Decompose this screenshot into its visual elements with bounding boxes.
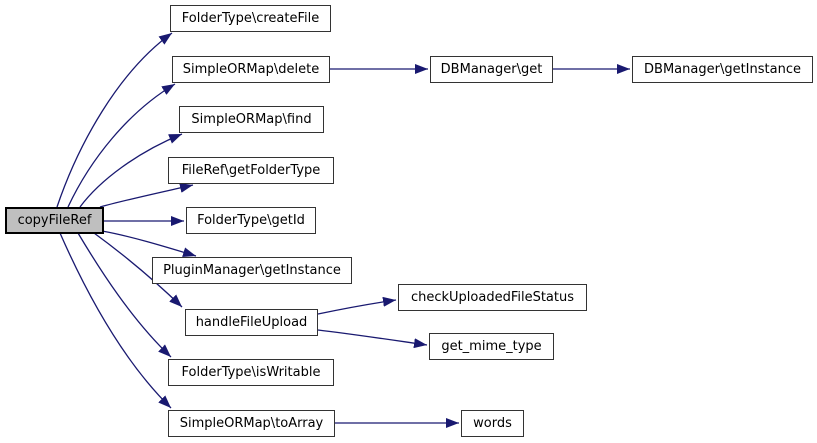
node-label: FolderType\getId xyxy=(197,213,305,228)
edge-copyFileRef-to-pluginGetInstance xyxy=(101,230,197,258)
node-find[interactable]: SimpleORMap\find xyxy=(179,106,324,133)
edge-copyFileRef-to-createFile xyxy=(56,32,173,208)
node-checkUploadedFileStatus[interactable]: checkUploadedFileStatus xyxy=(398,284,587,311)
node-label: get_mime_type xyxy=(441,339,542,354)
node-label: PluginManager\getInstance xyxy=(163,263,341,278)
node-label: SimpleORMap\find xyxy=(191,112,312,127)
node-copyFileRef: copyFileRef xyxy=(5,207,104,234)
edge-copyFileRef-to-delete xyxy=(67,83,176,208)
node-words[interactable]: words xyxy=(461,410,524,437)
node-isWritable[interactable]: FolderType\isWritable xyxy=(168,359,334,386)
node-getMimeType[interactable]: get_mime_type xyxy=(429,333,554,360)
node-label: FolderType\isWritable xyxy=(181,365,321,380)
edge-copyFileRef-to-isWritable xyxy=(77,232,172,358)
edge-handleFileUpload-to-checkUploadedFileStatus xyxy=(317,296,397,315)
node-label: SimpleORMap\delete xyxy=(182,62,320,77)
node-label: FileRef\getFolderType xyxy=(181,163,321,178)
node-getFolderType[interactable]: FileRef\getFolderType xyxy=(168,157,334,184)
node-label: checkUploadedFileStatus xyxy=(410,290,575,305)
edge-handleFileUpload-to-getMimeType xyxy=(317,329,428,349)
node-dbGetInstance[interactable]: DBManager\getInstance xyxy=(632,56,813,83)
node-dbGet[interactable]: DBManager\get xyxy=(430,56,553,83)
node-label: DBManager\getInstance xyxy=(644,62,801,77)
node-handleFileUpload[interactable]: handleFileUpload xyxy=(185,309,318,336)
node-label: handleFileUpload xyxy=(195,315,308,330)
node-label: SimpleORMap\toArray xyxy=(179,416,324,431)
edge-copyFileRef-to-getFolderType xyxy=(99,183,194,208)
node-label: words xyxy=(473,416,512,431)
node-createFile[interactable]: FolderType\createFile xyxy=(170,5,331,32)
node-label: copyFileRef xyxy=(17,213,92,228)
node-pluginGetInstance[interactable]: PluginManager\getInstance xyxy=(152,257,352,284)
edge-copyFileRef-to-find xyxy=(79,133,183,208)
node-label: DBManager\get xyxy=(440,62,543,77)
edge-copyFileRef-to-handleFileUpload xyxy=(93,232,183,308)
node-delete[interactable]: SimpleORMap\delete xyxy=(172,56,330,83)
node-getId[interactable]: FolderType\getId xyxy=(186,207,316,234)
node-label: FolderType\createFile xyxy=(181,11,320,26)
edge-copyFileRef-to-toArray xyxy=(59,232,172,409)
node-toArray[interactable]: SimpleORMap\toArray xyxy=(168,410,335,437)
